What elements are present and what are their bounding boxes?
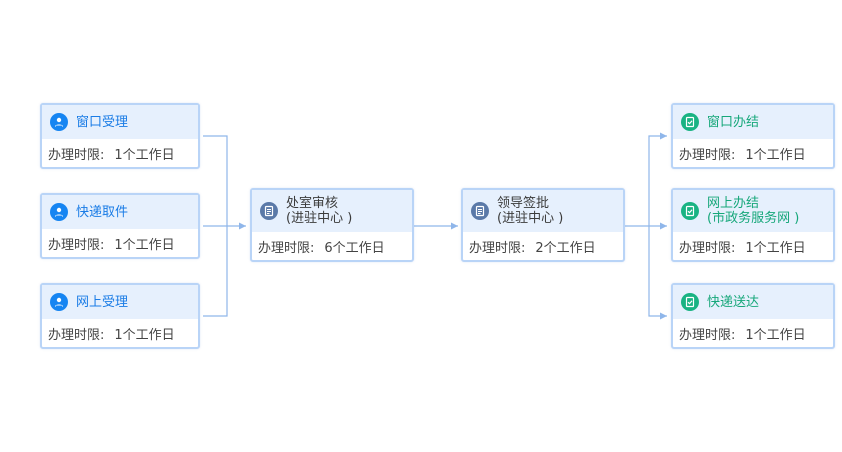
limit-value: 1个工作日 bbox=[745, 240, 806, 256]
node-title: 网上受理 bbox=[76, 294, 129, 310]
limit-value: 2个工作日 bbox=[535, 240, 596, 256]
node-leader-approval[interactable]: 领导签批 (进驻中心 ) 办理时限: 2个工作日 bbox=[461, 188, 625, 262]
limit-label: 办理时限: bbox=[679, 240, 736, 256]
connector-finish-bottom bbox=[648, 226, 667, 320]
limit-label: 办理时限: bbox=[48, 327, 105, 343]
document-check-icon bbox=[681, 293, 699, 311]
user-service-icon bbox=[50, 113, 68, 131]
node-window-accept[interactable]: 窗口受理 办理时限: 1个工作日 bbox=[40, 103, 200, 169]
limit-value: 1个工作日 bbox=[114, 237, 175, 253]
node-title-line2: (市政务服务网 ) bbox=[707, 211, 800, 226]
document-check-icon bbox=[681, 202, 699, 220]
node-online-accept[interactable]: 网上受理 办理时限: 1个工作日 bbox=[40, 283, 200, 349]
node-express-delivery[interactable]: 快递送达 办理时限: 1个工作日 bbox=[671, 283, 835, 349]
node-title: 处室审核 (进驻中心 ) bbox=[286, 196, 352, 226]
node-title-line1: 网上办结 bbox=[707, 196, 760, 211]
limit-label: 办理时限: bbox=[258, 240, 315, 256]
limit-value: 1个工作日 bbox=[745, 147, 806, 163]
limit-label: 办理时限: bbox=[48, 147, 105, 163]
limit-value: 1个工作日 bbox=[745, 327, 806, 343]
connector-approve-finish bbox=[624, 132, 667, 227]
user-service-icon bbox=[50, 293, 68, 311]
document-review-icon bbox=[260, 202, 278, 220]
node-title-line2: (进驻中心 ) bbox=[497, 211, 564, 226]
user-service-icon bbox=[50, 203, 68, 221]
node-title: 窗口受理 bbox=[76, 114, 129, 130]
node-title: 快递送达 bbox=[707, 294, 760, 310]
limit-label: 办理时限: bbox=[679, 327, 736, 343]
node-department-review[interactable]: 处室审核 (进驻中心 ) 办理时限: 6个工作日 bbox=[250, 188, 414, 262]
node-express-pickup[interactable]: 快递取件 办理时限: 1个工作日 bbox=[40, 193, 200, 259]
node-title: 窗口办结 bbox=[707, 114, 760, 130]
limit-label: 办理时限: bbox=[48, 237, 105, 253]
limit-value: 1个工作日 bbox=[114, 147, 175, 163]
document-check-icon bbox=[681, 113, 699, 131]
node-title-line1: 领导签批 bbox=[497, 196, 550, 211]
limit-value: 1个工作日 bbox=[114, 327, 175, 343]
node-title: 网上办结 (市政务服务网 ) bbox=[707, 196, 799, 226]
limit-value: 6个工作日 bbox=[324, 240, 385, 256]
node-title: 领导签批 (进驻中心 ) bbox=[497, 196, 563, 226]
node-title: 快递取件 bbox=[76, 204, 129, 220]
node-online-completion[interactable]: 网上办结 (市政务服务网 ) 办理时限: 1个工作日 bbox=[671, 188, 835, 262]
limit-label: 办理时限: bbox=[679, 147, 736, 163]
document-review-icon bbox=[471, 202, 489, 220]
node-title-line1: 处室审核 bbox=[286, 196, 339, 211]
node-title-line2: (进驻中心 ) bbox=[286, 211, 353, 226]
limit-label: 办理时限: bbox=[469, 240, 526, 256]
node-window-completion[interactable]: 窗口办结 办理时限: 1个工作日 bbox=[671, 103, 835, 169]
